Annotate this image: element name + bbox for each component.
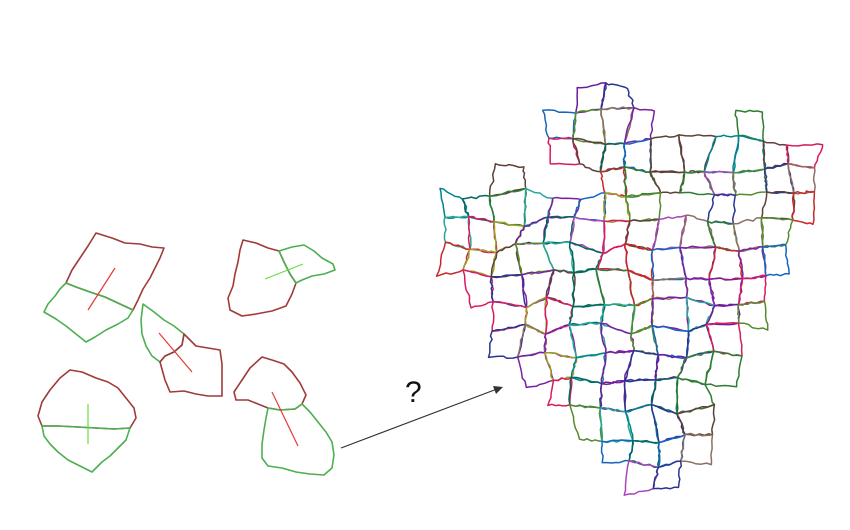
axis-red-3 (158, 332, 193, 373)
fragment-red-3 (159, 333, 223, 397)
mosaic-fragment (732, 217, 764, 253)
mosaic-fragment (708, 277, 744, 308)
mosaic-fragment (737, 274, 767, 306)
fragment-green-5 (41, 425, 131, 473)
mosaic-fragment (649, 170, 686, 195)
mosaic-fragment (568, 303, 606, 326)
mosaic-fragment (568, 321, 607, 359)
mosaic-fragment (678, 134, 717, 174)
mosaic-fragment (547, 376, 573, 407)
mosaic-fragment (624, 403, 660, 445)
mosaic-fragment (685, 323, 715, 359)
mosaic-fragment (679, 170, 716, 196)
mosaic-fragment (703, 134, 740, 174)
mosaic-fragment (650, 296, 690, 333)
mosaic-fragment (679, 245, 717, 281)
mosaic-fragment (467, 215, 498, 254)
mosaic-fragment (651, 277, 689, 301)
mosaic-fragment (595, 242, 629, 272)
mosaic-fragment (791, 190, 816, 226)
mosaic-fragment (569, 216, 606, 255)
mosaic-fragment (676, 403, 716, 437)
mosaic-fragment (708, 246, 744, 281)
fragment-green-2 (278, 244, 336, 284)
mosaic-fragment (600, 439, 635, 464)
mosaic-fragment (704, 350, 743, 388)
mosaic-fragment (489, 274, 528, 309)
mosaic-fragment (599, 166, 628, 198)
mosaic-fragment (600, 322, 635, 354)
mosaic-fragment (547, 136, 581, 166)
fragment-pair-3 (140, 303, 223, 397)
mosaic-fragment (443, 215, 472, 250)
mosaic-fragment (488, 187, 527, 228)
fragment-pair-5 (37, 369, 137, 473)
mosaic-fragment (623, 460, 660, 496)
fragment-pair-1 (43, 232, 165, 343)
mosaic-fragment (760, 190, 796, 221)
mosaic-fragment (600, 82, 635, 111)
arrow-head-icon (493, 386, 503, 394)
question-mark: ? (405, 376, 422, 409)
mosaic-fragment (706, 193, 736, 225)
mosaic-fragment (652, 460, 683, 490)
fragment-red-4 (233, 356, 307, 411)
mosaic-fragment (568, 376, 603, 409)
mosaic-fragment (599, 406, 634, 444)
mosaic-fragment (651, 324, 690, 359)
mosaic-fragment (520, 269, 555, 309)
axis-green-2 (264, 263, 304, 280)
mosaic-fragment (650, 376, 679, 415)
mosaic-fragment (541, 109, 577, 140)
mosaic-fragment (760, 217, 794, 248)
fragment-red-5 (37, 369, 137, 430)
mosaic-fragment (679, 432, 714, 466)
mosaic-fragment (703, 170, 737, 197)
mosaic-fragment (573, 192, 607, 223)
fragment-green-1 (43, 282, 134, 343)
mosaic-fragment (762, 140, 790, 170)
fragment-pair-2 (227, 239, 336, 317)
mosaic-fragment (762, 243, 790, 277)
fragment-green-4 (261, 403, 335, 476)
mosaic-fragment (705, 303, 741, 326)
arrow-group: ? (340, 376, 503, 449)
mosaic-fragment (516, 351, 555, 389)
fragment-red-2 (227, 239, 297, 317)
axis-red-4 (271, 391, 299, 447)
fragment-pair-4 (233, 356, 335, 476)
arrow-right-icon (340, 388, 498, 449)
fragment-pairs (37, 232, 336, 476)
fragment-red-1 (65, 232, 165, 311)
fragment-green-3 (140, 303, 185, 363)
mosaic-fragment (736, 300, 769, 331)
axis-red-1 (87, 267, 116, 311)
reassembled-mosaic (435, 82, 824, 496)
mosaic-fragment (569, 404, 603, 443)
